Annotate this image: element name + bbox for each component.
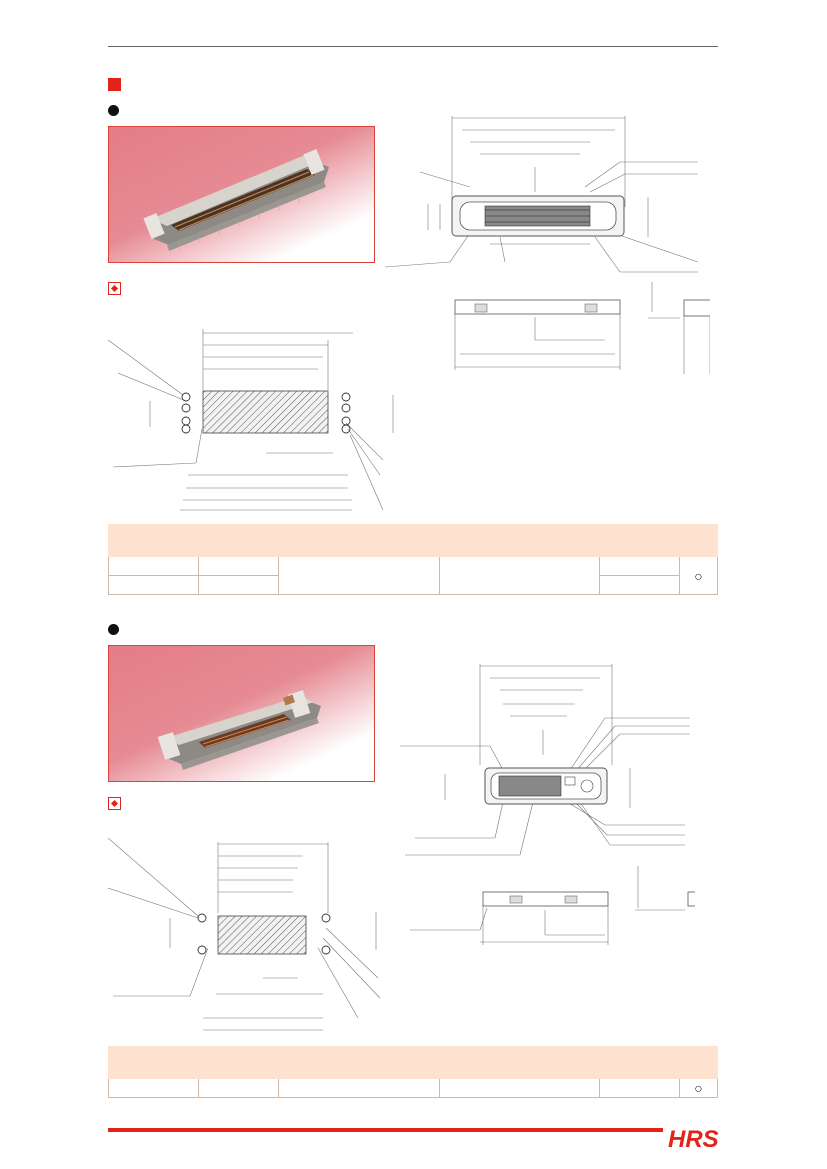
footer-rule [108,1128,663,1132]
table-header-cell [197,1046,279,1079]
table-cell [197,575,279,595]
table-header-cell [197,524,279,557]
table-row [108,575,718,595]
header-rule [108,46,718,47]
spec-table-1: ○ [108,524,718,595]
table-header-cell [599,524,680,557]
table-cell [108,556,199,576]
table-cell [599,556,680,576]
red-square-icon [108,78,121,91]
diamond-icon [108,282,121,295]
circle-mark-icon: ○ [679,556,718,595]
table-header-cell [679,524,718,557]
product-photo-1 [108,126,375,263]
top-view-drawing-1 [384,116,710,374]
table-header-cell [679,1046,718,1079]
table-cell [599,575,680,595]
table-header-cell [108,524,199,557]
table-header-cell [439,1046,601,1079]
table-cell [108,575,199,595]
svg-text:HRS: HRS [668,1126,719,1150]
table-header-cell [277,1046,441,1079]
product-photo-2 [108,645,375,782]
top-view-drawing-2 [400,664,695,945]
table-cell [277,1078,441,1098]
pcb-layout-drawing-2 [108,838,381,1031]
circle-mark-icon: ○ [679,1078,718,1098]
hrs-logo: HRS [668,1126,719,1150]
table-cell [197,1078,279,1098]
table-header-cell [277,524,441,557]
table-cell [599,1078,680,1098]
bullet-icon [108,624,119,635]
table-header-cell [439,524,601,557]
connector-illustration-2 [157,690,321,770]
table-cell [439,1078,601,1098]
table-header-cell [108,1046,199,1079]
pcb-layout-drawing-1 [108,329,394,511]
table-cell [439,556,601,595]
diamond-icon [108,797,121,810]
bullet-icon [108,105,119,116]
connector-illustration-1 [143,149,329,251]
table-cell [108,1078,199,1098]
table-row: ○ [108,556,718,595]
table-cell [197,556,279,576]
spec-table-2: ○ [108,1046,718,1098]
table-cell [277,556,441,595]
table-row: ○ [108,1078,718,1098]
table-header-cell [599,1046,680,1079]
